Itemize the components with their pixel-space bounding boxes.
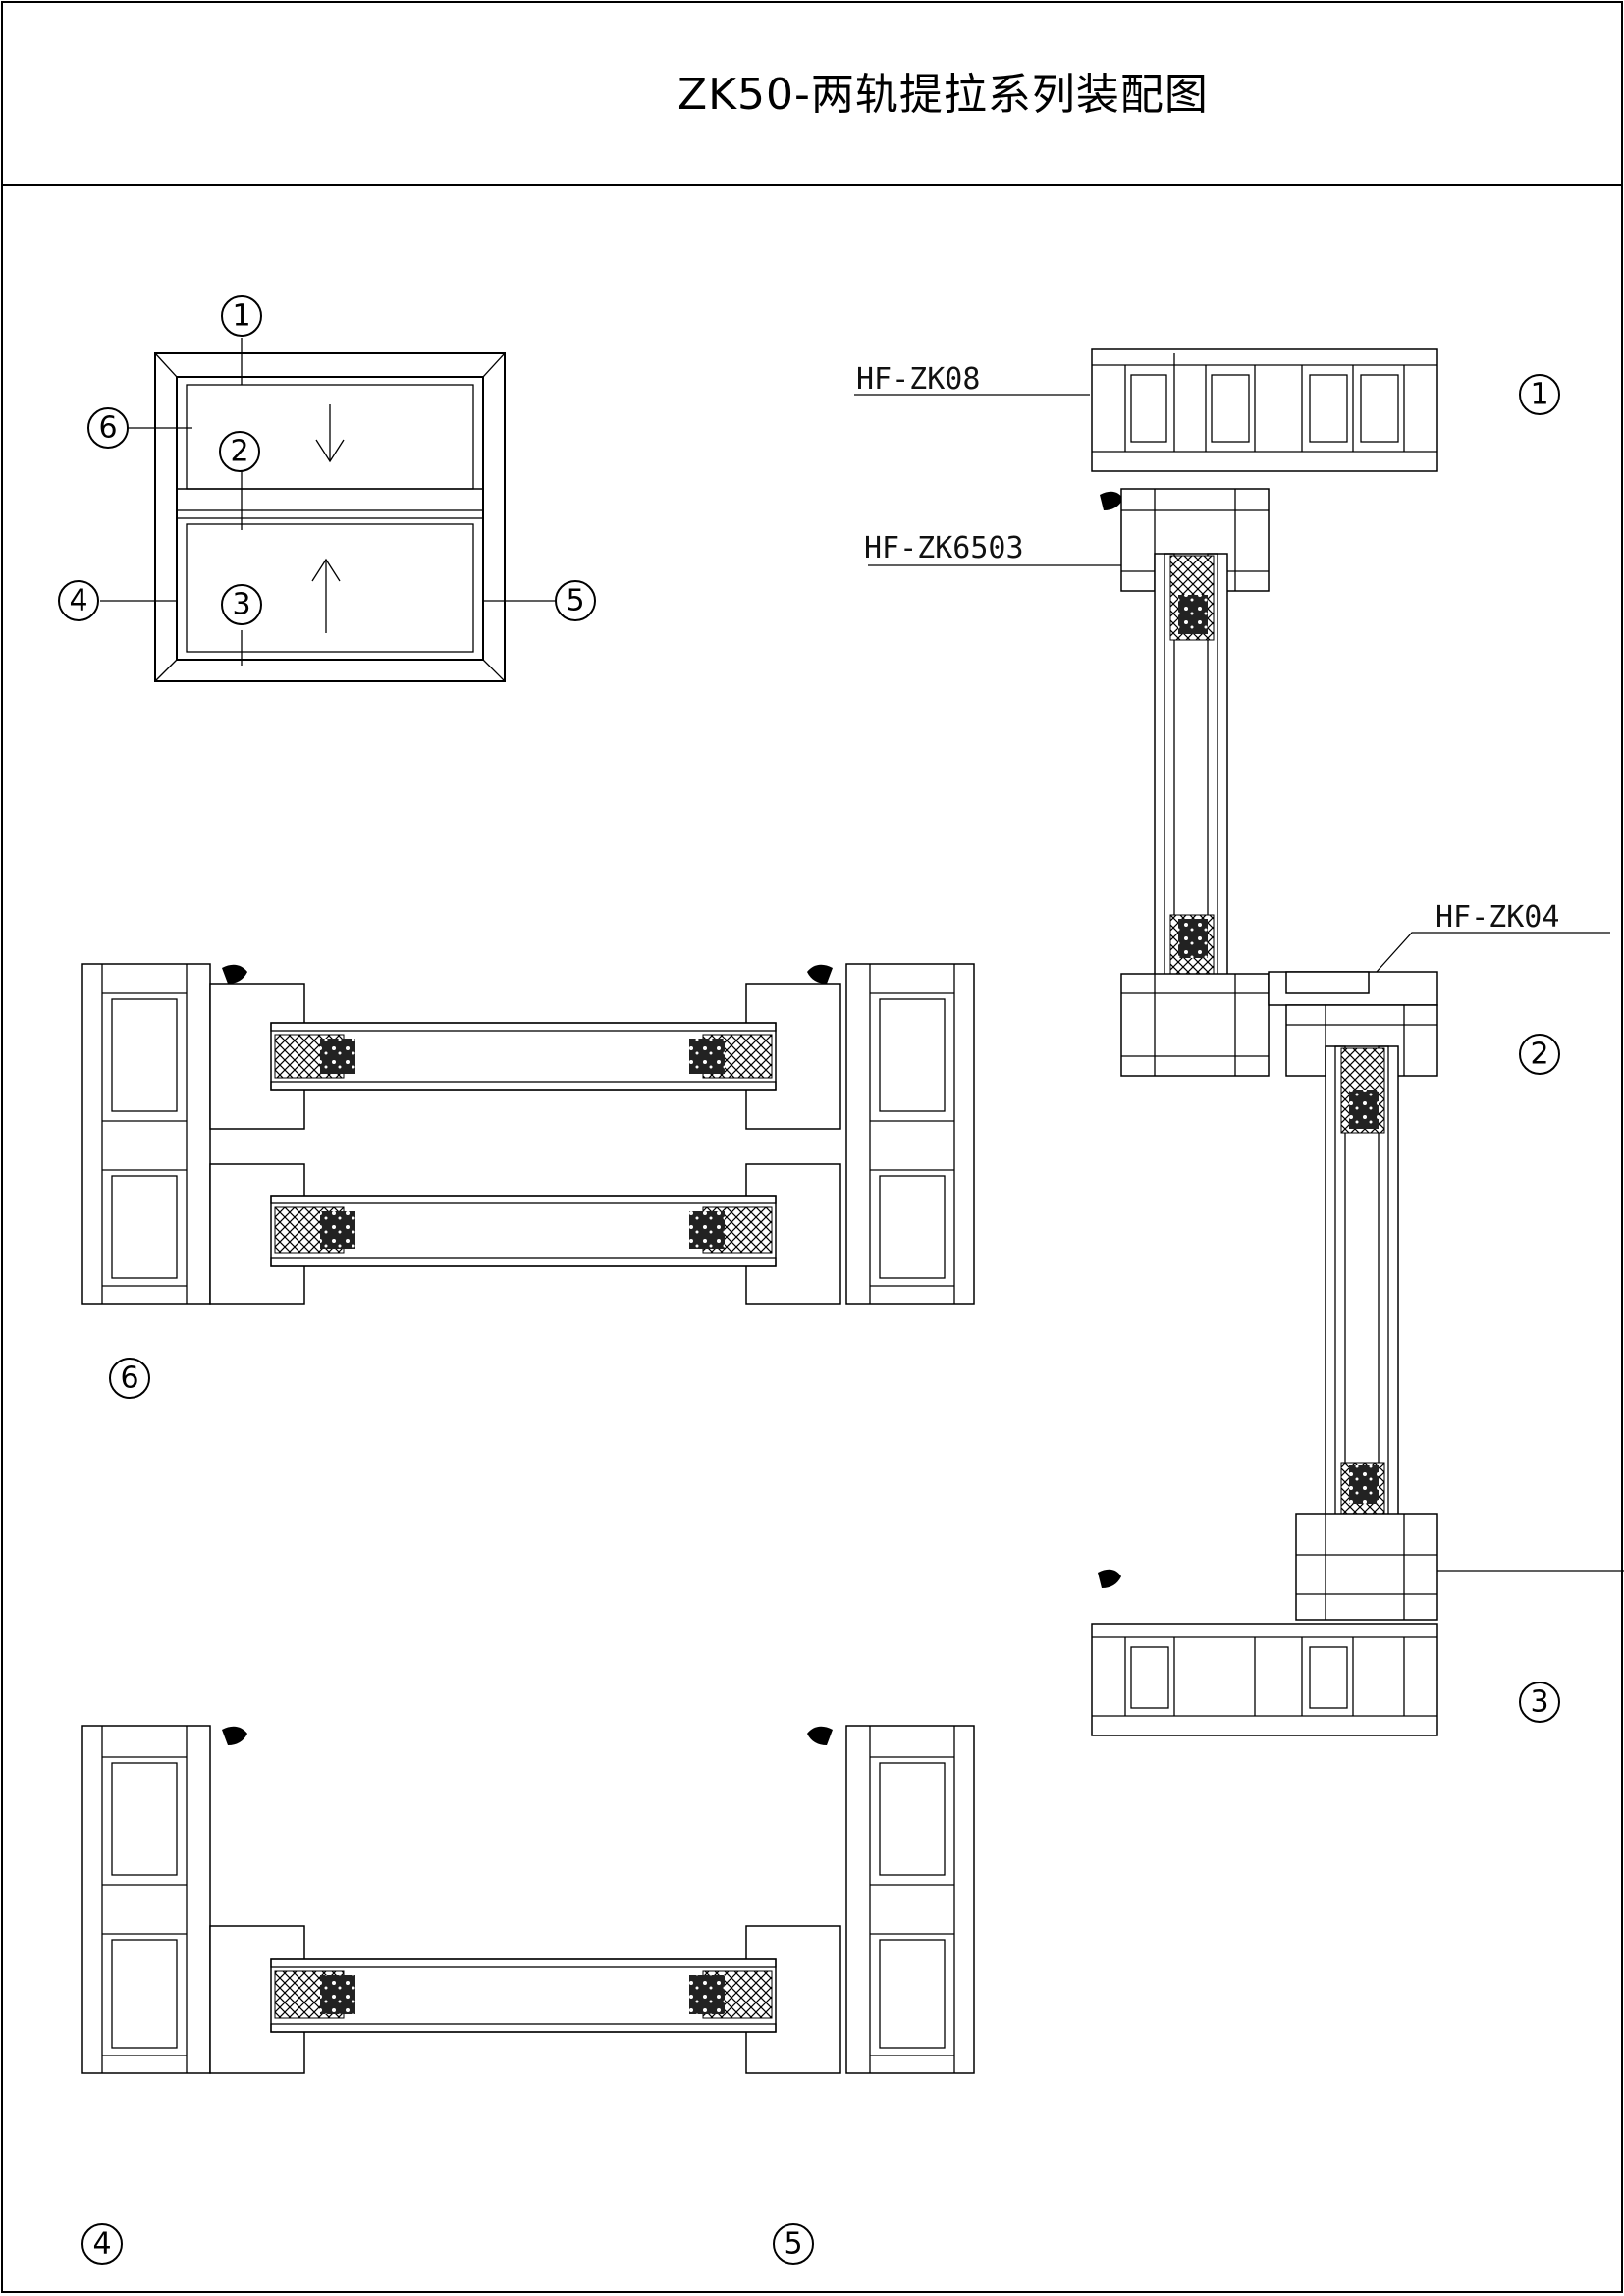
horizontal-section-4-5 [81,1725,975,2074]
profile-leaders [854,394,1624,1572]
callout-2-section-label: 2 [1530,1038,1548,1072]
callout-2-elevation-label: 2 [230,435,248,469]
callout-4-section: 4 [81,2223,123,2265]
callout-6-elevation-label: 6 [98,411,117,446]
callout-3-section-label: 3 [1530,1685,1548,1720]
drawing-title: ZK50-两轨提拉系列装配图 [677,70,1209,120]
lower-sash-bottom-rail [1295,1513,1438,1621]
callout-1-section: 1 [1519,374,1560,415]
callout-3-elevation: 3 [221,584,262,625]
callout-6-section: 6 [109,1358,150,1399]
arrow-up-icon [311,558,341,633]
callout-1-section-label: 1 [1530,378,1548,412]
callout-2-elevation: 2 [219,431,260,472]
callout-2-section: 2 [1519,1034,1560,1075]
callout-3-section: 3 [1519,1682,1560,1723]
profile-label-sash: HF-ZK6503 [864,531,1024,565]
upper-sash-top-rail [1120,488,1270,592]
callout-5-section: 5 [773,2223,814,2265]
lower-glass-unit [1325,1045,1399,1554]
window-elevation [154,352,506,682]
callout-6-elevation: 6 [87,407,129,449]
vertical-section [1091,348,1438,1736]
upper-glass-unit [1154,553,1228,1006]
top-frame-profile [1091,348,1438,472]
callout-4-section-label: 4 [92,2227,111,2262]
callout-5-elevation: 5 [555,580,596,621]
arrow-down-icon [315,404,345,463]
callout-3-elevation-label: 3 [232,588,250,622]
callout-5-section-label: 5 [784,2227,802,2262]
callout-1-elevation: 1 [221,295,262,337]
callout-6-section-label: 6 [120,1362,138,1396]
elevation-leaders [100,338,556,666]
callout-1-elevation-label: 1 [232,299,250,334]
callout-5-elevation-label: 5 [566,584,584,618]
horizontal-section-6 [81,963,975,1305]
callout-4-elevation: 4 [58,580,99,621]
bottom-frame-profile [1091,1623,1438,1736]
callout-4-elevation-label: 4 [69,584,87,618]
profile-label-meeting-rail: HF-ZK04 [1435,900,1559,934]
profile-label-top-frame: HF-ZK08 [856,362,980,397]
